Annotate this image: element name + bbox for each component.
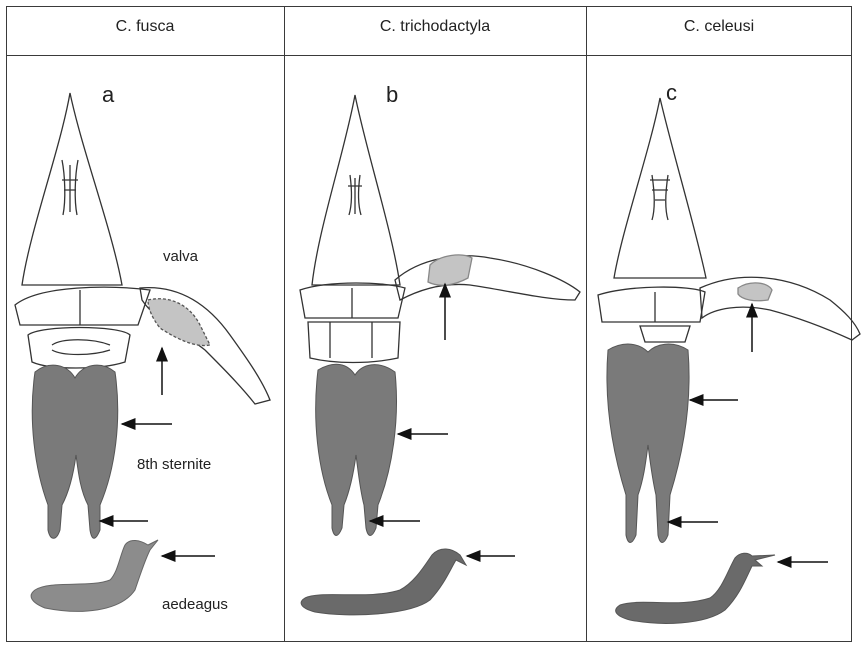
juxta-a: [15, 287, 150, 325]
saccus-b: [308, 322, 400, 363]
tegumen-b: [312, 95, 400, 285]
sternite-c: [607, 344, 689, 542]
label-valva: valva: [163, 248, 198, 265]
aedeagus-c: [616, 553, 775, 623]
specimen-a: [15, 93, 270, 404]
valva-c: [700, 277, 860, 340]
arrows: [100, 284, 828, 562]
tegumen-c: [614, 98, 706, 278]
label-aedeagus: aedeagus: [162, 596, 228, 613]
specimen-c: [598, 98, 860, 342]
label-8th-sternite: 8th sternite: [137, 456, 211, 473]
valva-c-highlight: [738, 283, 772, 301]
valva-b: [395, 256, 580, 300]
saccus-a: [28, 328, 130, 369]
tegumen-a: [22, 93, 122, 285]
sternite-b: [316, 364, 397, 535]
juxta-c: [598, 287, 705, 322]
valva-a-highlight: [148, 299, 210, 346]
aedeagus-a: [31, 540, 158, 611]
aedeagus-b: [301, 549, 466, 615]
specimen-b: [300, 95, 580, 363]
sternite-a: [32, 365, 117, 538]
